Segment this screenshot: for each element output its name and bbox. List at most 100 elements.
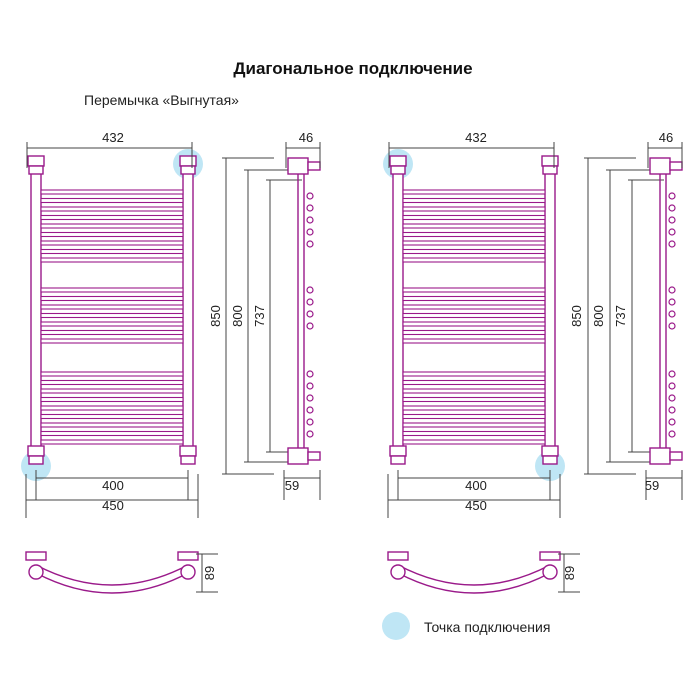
right-dim-59: 59 bbox=[645, 478, 659, 493]
bar-end bbox=[668, 322, 676, 330]
curve-fitting-top bbox=[177, 551, 199, 561]
right-dim-850: 850 bbox=[569, 305, 584, 327]
towel-bar bbox=[402, 312, 546, 319]
bar-end bbox=[668, 382, 676, 390]
curve-fitting-top bbox=[25, 551, 47, 561]
right-vertical-rail bbox=[182, 169, 194, 461]
bar-end bbox=[668, 394, 676, 402]
left-dim-46: 46 bbox=[299, 130, 313, 145]
side-fitting bbox=[649, 447, 671, 465]
bar-end bbox=[668, 286, 676, 294]
towel-bar bbox=[40, 405, 184, 411]
towel-bar bbox=[40, 214, 184, 221]
towel-bar bbox=[402, 338, 546, 344]
right-vertical-rail bbox=[544, 169, 556, 461]
towel-bar bbox=[402, 295, 546, 302]
towel-bar bbox=[402, 413, 546, 420]
right-radiator-side-view bbox=[584, 142, 683, 500]
bar-end bbox=[306, 394, 314, 402]
towel-bar bbox=[40, 321, 184, 327]
towel-bar bbox=[40, 422, 184, 428]
right-radiator-front-view bbox=[383, 142, 565, 518]
left-radiator-top-curve-view bbox=[25, 551, 218, 594]
curve-fitting-round bbox=[180, 564, 196, 580]
towel-bar bbox=[402, 231, 546, 238]
bar-end bbox=[306, 430, 314, 438]
bar-end bbox=[668, 406, 676, 414]
legend-label: Точка подключения bbox=[424, 619, 550, 635]
bar-end bbox=[668, 418, 676, 426]
towel-bar bbox=[402, 223, 546, 229]
towel-bar bbox=[402, 422, 546, 428]
bar-end bbox=[306, 322, 314, 330]
fitting-cap bbox=[541, 445, 559, 457]
towel-bar bbox=[40, 312, 184, 319]
curved-bar-inner bbox=[35, 572, 189, 594]
fitting-nut bbox=[28, 165, 44, 175]
right-dim-89: 89 bbox=[562, 566, 577, 580]
right-dim-450: 450 bbox=[465, 498, 487, 513]
towel-bar bbox=[402, 321, 546, 327]
left-radiator-side-view bbox=[222, 142, 321, 500]
towel-bar bbox=[40, 295, 184, 302]
curved-bar bbox=[35, 564, 189, 586]
curve-fitting-round bbox=[28, 564, 44, 580]
bar-end bbox=[668, 298, 676, 306]
fitting-nut bbox=[390, 165, 406, 175]
fitting-cap bbox=[389, 445, 407, 457]
towel-bar bbox=[40, 371, 184, 377]
towel-bar bbox=[40, 388, 184, 394]
towel-bar bbox=[402, 439, 546, 445]
right-dim-46: 46 bbox=[659, 130, 673, 145]
towel-bar bbox=[402, 329, 546, 336]
side-valve bbox=[307, 161, 321, 171]
curved-bar-inner bbox=[397, 572, 551, 594]
fitting-nut bbox=[390, 455, 406, 465]
side-fitting bbox=[287, 157, 309, 175]
towel-bar bbox=[402, 371, 546, 377]
towel-bar bbox=[40, 287, 184, 293]
bar-end bbox=[306, 418, 314, 426]
bar-end bbox=[306, 240, 314, 248]
bar-end bbox=[306, 228, 314, 236]
right-radiator-top-curve-view bbox=[387, 551, 580, 594]
towel-bar bbox=[40, 240, 184, 246]
towel-bar bbox=[40, 206, 184, 212]
fitting-nut bbox=[180, 455, 196, 465]
curve-fitting-round bbox=[542, 564, 558, 580]
left-radiator-front-view bbox=[21, 142, 203, 518]
bar-end bbox=[306, 382, 314, 390]
side-valve bbox=[669, 161, 683, 171]
bar-end bbox=[668, 310, 676, 318]
left-dim-432: 432 bbox=[102, 130, 124, 145]
towel-bar bbox=[402, 257, 546, 263]
left-dim-89: 89 bbox=[202, 566, 217, 580]
towel-bar bbox=[402, 287, 546, 293]
left-vertical-rail bbox=[30, 169, 42, 461]
diagram-title: Диагональное подключение bbox=[233, 59, 472, 78]
left-vertical-rail bbox=[392, 169, 404, 461]
fitting-cap bbox=[27, 155, 45, 167]
towel-bar bbox=[402, 206, 546, 212]
left-dim-800: 800 bbox=[230, 305, 245, 327]
side-valve bbox=[669, 451, 683, 461]
towel-bar bbox=[402, 430, 546, 437]
towel-bar bbox=[40, 430, 184, 437]
bar-end bbox=[306, 310, 314, 318]
fitting-cap bbox=[179, 445, 197, 457]
connection-point-legend-icon bbox=[382, 612, 410, 640]
towel-bar bbox=[40, 304, 184, 310]
right-dim-432: 432 bbox=[465, 130, 487, 145]
towel-bar bbox=[402, 214, 546, 221]
curve-fitting-round bbox=[390, 564, 406, 580]
towel-bar bbox=[40, 338, 184, 344]
curved-bar bbox=[397, 564, 551, 586]
fitting-cap bbox=[179, 155, 197, 167]
bar-end bbox=[306, 204, 314, 212]
towel-bar bbox=[40, 197, 184, 204]
left-dim-59: 59 bbox=[285, 478, 299, 493]
side-fitting bbox=[649, 157, 671, 175]
bar-end bbox=[306, 286, 314, 294]
towel-bar bbox=[402, 304, 546, 310]
